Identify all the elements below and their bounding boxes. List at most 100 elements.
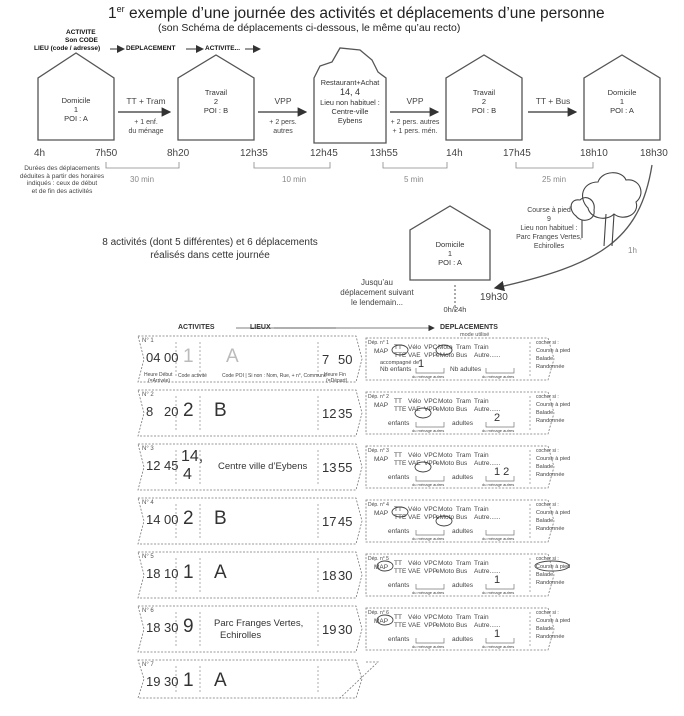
label-menage: du ménage autres — [412, 373, 444, 381]
mode-vpc[interactable]: VPC — [424, 398, 437, 406]
label-nb-enfants: Nb enfants — [380, 366, 411, 374]
mode-train[interactable]: Train — [474, 452, 489, 460]
start-minute: 00 — [164, 512, 178, 527]
dep-number: Dép. n° 2 — [368, 393, 389, 401]
mode-vpc[interactable]: VPC — [424, 614, 437, 622]
dep-number: Dép. n° 1 — [368, 339, 389, 347]
option-balade[interactable]: Balade — [536, 463, 553, 471]
mode-autre[interactable]: Autre...... — [474, 514, 500, 522]
mode-emoto[interactable]: eMoto — [436, 568, 454, 576]
option-course-a-pied[interactable]: Course à pied — [536, 401, 570, 409]
mode-vae[interactable]: VAE — [408, 406, 421, 414]
mode-bus[interactable]: Bus — [456, 460, 467, 468]
mode-velo[interactable]: Vélo — [408, 560, 421, 568]
mode-emoto[interactable]: eMoto — [436, 406, 454, 414]
mode-velo[interactable]: Vélo — [408, 506, 421, 514]
option-course-a-pied[interactable]: Course à pied — [536, 455, 570, 463]
mode-vae[interactable]: VAE — [408, 622, 421, 630]
mode-moto[interactable]: Moto — [438, 452, 452, 460]
mode-tram[interactable]: Tram — [456, 614, 471, 622]
mode-vpc[interactable]: VPC — [424, 506, 437, 514]
option-balade[interactable]: Balade — [536, 571, 553, 579]
label-menage: du ménage autres — [482, 427, 514, 435]
mode-emoto[interactable]: eMoto — [436, 460, 454, 468]
mode-tram[interactable]: Tram — [456, 452, 471, 460]
mode-tram[interactable]: Tram — [456, 344, 471, 352]
option-balade[interactable]: Balade — [536, 355, 553, 363]
option-balade[interactable]: Balade — [536, 517, 553, 525]
mode-tt[interactable]: TT — [394, 506, 402, 514]
mode-map[interactable]: MAP — [374, 402, 388, 410]
mode-moto[interactable]: Moto — [438, 614, 452, 622]
mode-vae[interactable]: VAE — [408, 460, 421, 468]
mode-train[interactable]: Train — [474, 398, 489, 406]
option-balade[interactable]: Balade — [536, 409, 553, 417]
mode-tt[interactable]: TT — [394, 344, 402, 352]
mode-map[interactable]: MAP — [374, 564, 388, 572]
mode-map[interactable]: MAP — [374, 348, 388, 356]
mode-tt[interactable]: TT — [394, 398, 402, 406]
mode-autre[interactable]: Autre...... — [474, 352, 500, 360]
mode-tram[interactable]: Tram — [456, 398, 471, 406]
mode-bus[interactable]: Bus — [456, 514, 467, 522]
mode-train[interactable]: Train — [474, 344, 489, 352]
mode-tte[interactable]: TTE — [394, 568, 406, 576]
mode-bus[interactable]: Bus — [456, 622, 467, 630]
label-depart: (=Départ) — [326, 378, 347, 384]
mode-tte[interactable]: TTE — [394, 460, 406, 468]
option-course-a-pied[interactable]: Course à pied — [536, 617, 570, 625]
option-randonnee[interactable]: Randonnée — [536, 471, 564, 479]
mode-tte[interactable]: TTE — [394, 406, 406, 414]
mode-bus[interactable]: Bus — [456, 352, 467, 360]
option-course-a-pied[interactable]: Course à pied — [536, 563, 570, 571]
mode-velo[interactable]: Vélo — [408, 344, 421, 352]
label-menage: du ménage autres — [412, 427, 444, 435]
option-randonnee[interactable]: Randonnée — [536, 363, 564, 371]
mode-velo[interactable]: Vélo — [408, 614, 421, 622]
start-minute: 30 — [164, 674, 178, 689]
mode-train[interactable]: Train — [474, 506, 489, 514]
mode-tt[interactable]: TT — [394, 560, 402, 568]
mode-map[interactable]: MAP — [374, 456, 388, 464]
option-randonnee[interactable]: Randonnée — [536, 579, 564, 587]
start-hour: 19 — [146, 674, 160, 689]
option-randonnee[interactable]: Randonnée — [536, 633, 564, 641]
mode-bus[interactable]: Bus — [456, 568, 467, 576]
mode-emoto[interactable]: eMoto — [436, 352, 454, 360]
dep-number: Dép. n° 3 — [368, 447, 389, 455]
mode-vpc[interactable]: VPC — [424, 560, 437, 568]
label-menage: du ménage autres — [412, 589, 444, 597]
label-cocher: cocher si : — [536, 555, 559, 563]
mode-moto[interactable]: Moto — [438, 560, 452, 568]
mode-tt[interactable]: TT — [394, 614, 402, 622]
mode-vpc[interactable]: VPC — [424, 452, 437, 460]
mode-emoto[interactable]: eMoto — [436, 622, 454, 630]
option-balade[interactable]: Balade — [536, 625, 553, 633]
mode-vae[interactable]: VAE — [408, 568, 421, 576]
option-course-a-pied[interactable]: Course à pied — [536, 347, 570, 355]
option-randonnee[interactable]: Randonnée — [536, 417, 564, 425]
option-randonnee[interactable]: Randonnée — [536, 525, 564, 533]
mode-vae[interactable]: VAE — [408, 514, 421, 522]
mode-train[interactable]: Train — [474, 614, 489, 622]
mode-moto[interactable]: Moto — [438, 506, 452, 514]
mode-map[interactable]: MAP — [374, 510, 388, 518]
count-adultes: 2 — [494, 412, 500, 424]
activity-code: 9 — [183, 616, 194, 638]
mode-train[interactable]: Train — [474, 560, 489, 568]
mode-tte[interactable]: TTE — [394, 622, 406, 630]
mode-velo[interactable]: Vélo — [408, 398, 421, 406]
mode-moto[interactable]: Moto — [438, 344, 452, 352]
mode-moto[interactable]: Moto — [438, 398, 452, 406]
mode-tte[interactable]: TTE — [394, 514, 406, 522]
mode-tram[interactable]: Tram — [456, 506, 471, 514]
mode-tt[interactable]: TT — [394, 452, 402, 460]
mode-vpc[interactable]: VPC — [424, 344, 437, 352]
mode-emoto[interactable]: eMoto — [436, 514, 454, 522]
option-course-a-pied[interactable]: Course à pied — [536, 509, 570, 517]
mode-bus[interactable]: Bus — [456, 406, 467, 414]
mode-map[interactable]: MAP — [374, 618, 388, 626]
mode-velo[interactable]: Vélo — [408, 452, 421, 460]
label-cocher: cocher si : — [536, 501, 559, 509]
mode-tram[interactable]: Tram — [456, 560, 471, 568]
